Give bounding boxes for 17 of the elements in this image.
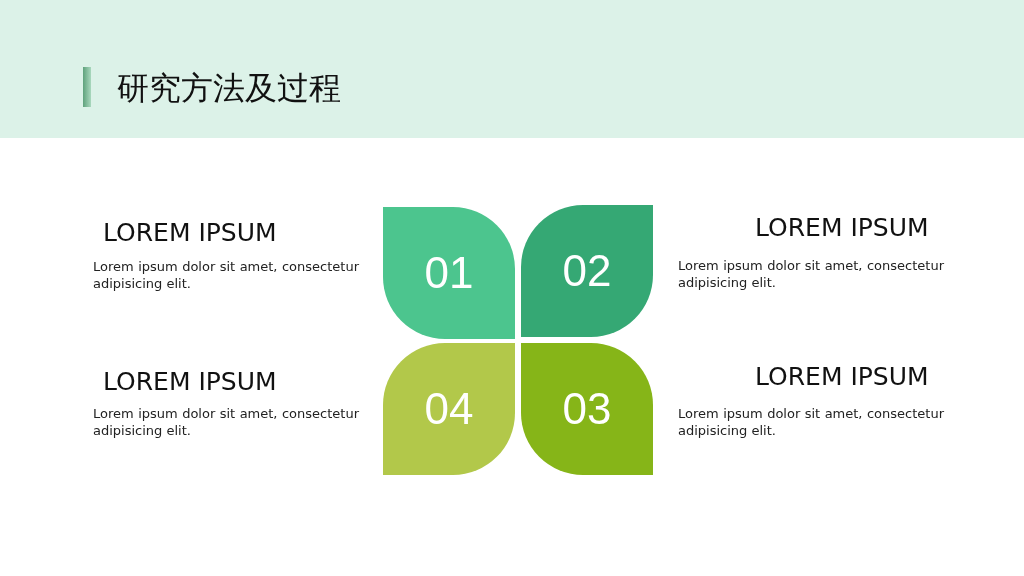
heading: LOREM IPSUM	[103, 367, 277, 396]
step-number: 03	[562, 384, 612, 434]
body-text: Lorem ipsum dolor sit amet, consectetur adipisicing elit.	[93, 258, 359, 292]
body-text: Lorem ipsum dolor sit amet, consectetur adipisicing elit.	[678, 405, 944, 439]
leaf-shape	[521, 343, 653, 475]
heading: LOREM IPSUM	[103, 218, 277, 247]
heading: LOREM IPSUM	[755, 362, 929, 391]
leaf-shape	[521, 205, 653, 337]
title: 研究方法及过程	[117, 68, 341, 109]
leaf-shape	[383, 343, 515, 475]
body-text: Lorem ipsum dolor sit amet, consectetur adipisicing elit.	[678, 257, 944, 291]
body-text: Lorem ipsum dolor sit amet, consectetur adipisicing elit.	[93, 405, 359, 439]
step-number: 01	[424, 248, 474, 298]
step-number: 02	[562, 246, 612, 296]
leaf-shape	[383, 207, 515, 339]
step-number: 04	[424, 384, 474, 434]
heading: LOREM IPSUM	[755, 213, 929, 242]
